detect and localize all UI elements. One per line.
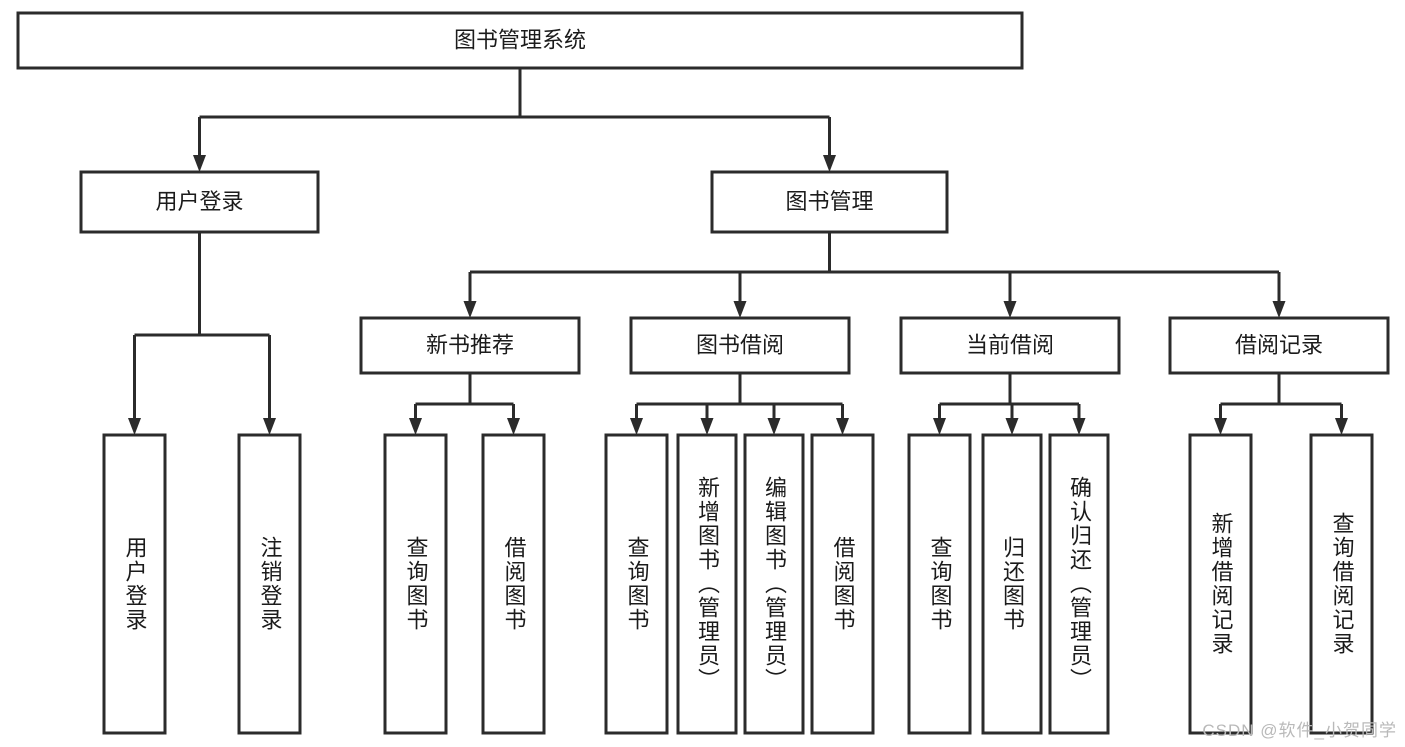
node-leaf-confirm-return-box[interactable]: [1048, 433, 1110, 735]
node-leaf-edit-book-box[interactable]: [743, 433, 805, 735]
arrow-head-icon: [1005, 418, 1019, 435]
arrow-head-icon: [193, 155, 206, 172]
arrow-head-icon: [128, 418, 141, 435]
node-book-borrow-box[interactable]: [629, 316, 851, 375]
node-leaf-user-login-box[interactable]: [102, 433, 167, 735]
arrow-head-icon: [507, 418, 520, 435]
arrow-head-icon: [630, 418, 643, 435]
node-book-manage-box[interactable]: [710, 170, 949, 234]
node-leaf-borrow-book-1-box[interactable]: [481, 433, 546, 735]
node-leaf-return-book-box[interactable]: [981, 433, 1043, 735]
arrow-head-icon: [700, 418, 714, 435]
arrow-head-icon: [1272, 301, 1286, 318]
node-leaf-add-book-box[interactable]: [676, 433, 738, 735]
arrow-head-icon: [263, 418, 276, 435]
arrow-head-icon: [1003, 301, 1017, 318]
node-root-box[interactable]: [16, 11, 1024, 70]
node-borrow-record-box[interactable]: [1168, 316, 1390, 375]
node-borrow-record-label: 借阅记录: [1235, 332, 1323, 357]
node-box-layer: [16, 11, 1390, 735]
node-leaf-logout-box[interactable]: [237, 433, 302, 735]
arrow-head-icon: [1072, 418, 1086, 435]
node-new-book-recommend-box[interactable]: [359, 316, 581, 375]
node-book-borrow-label: 图书借阅: [696, 332, 784, 357]
arrow-head-icon: [1214, 418, 1227, 435]
arrow-head-icon: [463, 301, 477, 318]
node-leaf-add-record-box[interactable]: [1188, 433, 1253, 735]
node-leaf-query-book-1-box[interactable]: [383, 433, 448, 735]
node-new-book-recommend-label: 新书推荐: [426, 332, 514, 357]
node-leaf-borrow-book-2-box[interactable]: [810, 433, 875, 735]
arrow-head-icon: [767, 418, 781, 435]
watermark: CSDN @软件_小贺同学: [1202, 721, 1397, 740]
node-root-label: 图书管理系统: [454, 27, 586, 52]
node-leaf-query-record-box[interactable]: [1309, 433, 1374, 735]
node-user-login-box[interactable]: [79, 170, 320, 234]
node-leaf-query-book-3-box[interactable]: [907, 433, 972, 735]
node-current-borrow-box[interactable]: [899, 316, 1121, 375]
node-current-borrow-label: 当前借阅: [966, 332, 1054, 357]
arrow-head-icon: [733, 301, 747, 318]
arrow-head-icon: [823, 155, 836, 172]
node-leaf-query-book-2-box[interactable]: [604, 433, 669, 735]
arrow-head-icon: [1335, 418, 1348, 435]
arrow-head-icon: [836, 418, 849, 435]
node-book-manage-label: 图书管理: [785, 189, 873, 214]
node-user-login-label: 用户登录: [155, 189, 243, 214]
arrow-head-icon: [409, 418, 422, 435]
connector-layer: [128, 68, 1348, 435]
arrow-head-icon: [933, 418, 946, 435]
